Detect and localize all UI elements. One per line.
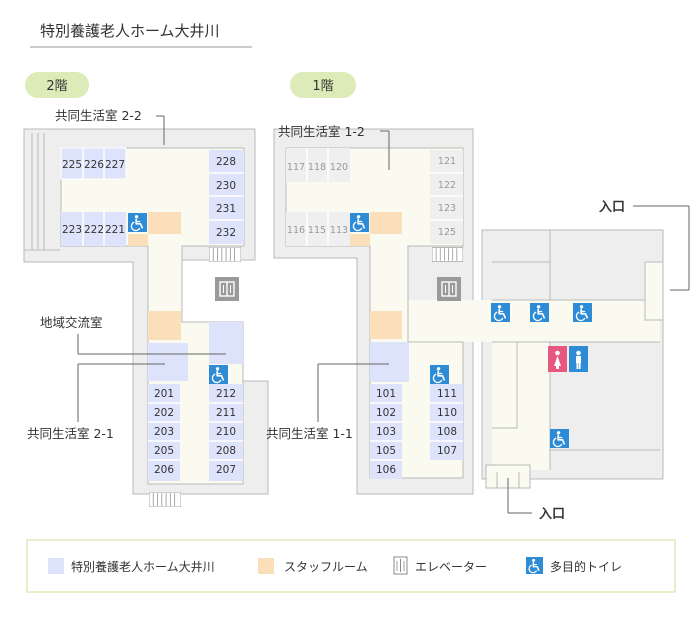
room-107: 107	[437, 445, 457, 457]
entrance-label-east: 入口	[599, 200, 625, 215]
floor2-stairs	[209, 247, 241, 262]
floor1-living-room-1-1	[370, 342, 409, 382]
room-105: 105	[376, 445, 396, 457]
room-118: 118	[308, 162, 326, 173]
floor2-elevator-icon	[215, 277, 239, 301]
room-210: 210	[216, 426, 236, 438]
legend-label-staff: スタッフルーム	[284, 560, 368, 574]
room-221: 221	[105, 224, 125, 236]
floor1-elevator-icon	[437, 277, 461, 301]
room-110: 110	[437, 407, 457, 419]
floor2-accessible-toilet-lower-icon	[209, 365, 228, 384]
floor1-accessible-toilet-icon	[350, 213, 369, 232]
room-228: 228	[216, 156, 236, 168]
room-103: 103	[376, 426, 396, 438]
room-117: 117	[287, 162, 305, 173]
floor2-label-living-2-2: 共同生活室 2-2	[55, 108, 142, 123]
room-206: 206	[154, 464, 174, 476]
floor2-staff-room-mid	[148, 311, 181, 340]
room-205: 205	[154, 445, 174, 457]
room-113: 113	[330, 225, 348, 236]
room-225: 225	[62, 159, 82, 171]
floor1-accessible-toilet-lower-icon	[430, 365, 449, 384]
room-208: 208	[216, 445, 236, 457]
room-202: 202	[154, 407, 174, 419]
floor2-balcony-stripes	[24, 133, 60, 251]
floor1-east-accessible-toilet-icon	[550, 429, 569, 448]
room-201: 201	[154, 388, 174, 400]
legend-item-elevator: エレベーター	[393, 556, 487, 575]
floor1-label-living-1-1: 共同生活室 1-1	[266, 426, 353, 441]
floor1-corridor-accessible-toilet-icon-3	[573, 303, 592, 322]
female-restroom-icon	[548, 346, 567, 372]
legend-label-elevator: エレベーター	[415, 560, 487, 574]
room-116: 116	[287, 225, 305, 236]
legend-item-staff: スタッフルーム	[258, 558, 368, 574]
legend-elevator-icon	[393, 556, 408, 575]
room-207: 207	[216, 464, 236, 476]
room-120: 120	[330, 162, 348, 173]
room-102: 102	[376, 407, 396, 419]
floor1-corridor-accessible-toilet-icon-1	[491, 303, 510, 322]
floor2-community-room	[209, 322, 243, 364]
room-106: 106	[376, 464, 396, 476]
floor1-label-living-1-2: 共同生活室 1-2	[278, 124, 365, 139]
room-101: 101	[376, 388, 396, 400]
floor2-staff-room-top	[148, 212, 181, 234]
room-226: 226	[84, 159, 104, 171]
room-115: 115	[308, 225, 326, 236]
entrance-label-south: 入口	[539, 507, 565, 522]
legend-wheelchair-icon	[526, 557, 543, 574]
floor1-plan: 117 118 120 116 115 113 121 122 123 125	[266, 124, 690, 522]
room-231: 231	[216, 203, 236, 215]
male-restroom-icon	[569, 346, 588, 372]
room-211: 211	[216, 407, 236, 419]
floor2-living-room-2-1	[148, 343, 188, 381]
room-203: 203	[154, 426, 174, 438]
legend-swatch-blue	[48, 558, 64, 574]
floor1-badge: 1階	[290, 72, 356, 98]
room-108: 108	[437, 426, 457, 438]
floor1-stairs	[432, 247, 463, 262]
legend-label-resident: 特別養護老人ホーム大井川	[71, 559, 215, 574]
floor2-plan: 225 226 227 223 222 221 228 230 231 232	[23, 108, 269, 507]
page-title: 特別養護老人ホーム大井川	[40, 22, 220, 40]
legend: 特別養護老人ホーム大井川 スタッフルーム エレベーター 多目的トイレ	[26, 539, 676, 593]
floor2-label-community: 地域交流室	[40, 315, 103, 330]
floor2-badge: 2階	[25, 72, 89, 98]
room-222: 222	[84, 224, 104, 236]
room-122: 122	[438, 180, 456, 191]
room-227: 227	[105, 159, 125, 171]
legend-item-accessible: 多目的トイレ	[526, 557, 622, 574]
floor1-staff-room-mid	[370, 311, 402, 339]
floor1-label: 1階	[312, 79, 333, 94]
legend-swatch-orange	[258, 558, 274, 574]
room-111: 111	[437, 388, 457, 400]
floor2-bottom-stairs	[149, 492, 181, 507]
floor1-staff-room-top	[370, 212, 402, 234]
floor2-label: 2階	[46, 79, 67, 94]
legend-label-accessible: 多目的トイレ	[550, 559, 622, 574]
floor1-east-entrance-vestibule	[644, 261, 664, 321]
floor2-label-living-2-1: 共同生活室 2-1	[27, 426, 114, 441]
room-223: 223	[62, 224, 82, 236]
floor2-accessible-toilet-icon	[128, 213, 147, 232]
floor1-corridor-accessible-toilet-icon-2	[530, 303, 549, 322]
legend-item-resident: 特別養護老人ホーム大井川	[48, 558, 215, 574]
room-230: 230	[216, 180, 236, 192]
room-232: 232	[216, 227, 236, 239]
room-121: 121	[438, 156, 456, 167]
room-125: 125	[438, 227, 456, 238]
room-212: 212	[216, 388, 236, 400]
room-123: 123	[438, 203, 456, 214]
